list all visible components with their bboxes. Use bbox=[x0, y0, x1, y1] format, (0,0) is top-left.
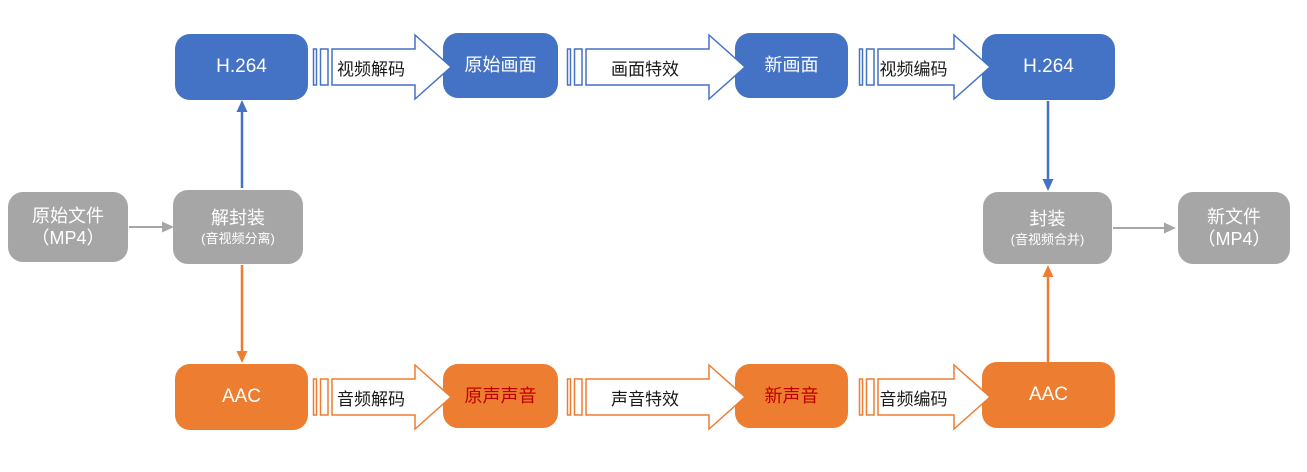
node-label-line1: 原始文件 bbox=[32, 205, 104, 226]
up-arrow-icon bbox=[236, 100, 248, 188]
node-label-line1: 新文件 bbox=[1207, 206, 1261, 227]
striped-right-arrow-icon bbox=[566, 363, 746, 431]
node-demux: 解封装 (音视频分离) bbox=[173, 190, 303, 264]
striped-right-arrow-icon bbox=[858, 33, 991, 101]
up-arrow-icon bbox=[1042, 265, 1054, 362]
node-raw-sound: 原声声音 bbox=[443, 364, 558, 428]
arrow-label: 视频编码 bbox=[879, 59, 948, 79]
node-h264-out: H.264 bbox=[982, 34, 1115, 100]
arrow-label: 画面特效 bbox=[611, 59, 679, 79]
node-source-file: 原始文件 （MP4） bbox=[8, 192, 128, 262]
node-label: 原声声音 bbox=[464, 385, 537, 406]
node-label-line2: （MP4） bbox=[31, 228, 105, 248]
striped-arrow-sound-effect: 声音特效 bbox=[566, 363, 746, 431]
flow-arrow-aac-to-mux bbox=[1040, 265, 1056, 362]
node-new-frame: 新画面 bbox=[735, 33, 848, 98]
arrow-label: 音频解码 bbox=[337, 389, 405, 409]
flow-arrow-source-to-demux bbox=[129, 219, 175, 235]
flow-arrow-mux-to-newfile bbox=[1113, 220, 1177, 236]
striped-arrow-video-decode: 视频解码 bbox=[312, 33, 452, 101]
node-label: H.264 bbox=[1023, 56, 1074, 78]
node-label-line2: (音视频分离) bbox=[201, 231, 275, 247]
striped-right-arrow-icon bbox=[858, 363, 991, 431]
striped-right-arrow-icon bbox=[312, 33, 452, 101]
flow-arrow-h264-to-mux bbox=[1040, 101, 1056, 191]
node-new-sound: 新声音 bbox=[735, 364, 848, 428]
striped-arrow-frame-effect: 画面特效 bbox=[566, 33, 746, 101]
striped-arrow-audio-encode: 音频编码 bbox=[858, 363, 991, 431]
node-new-file: 新文件 （MP4） bbox=[1178, 192, 1290, 264]
node-label-line1: 解封装 bbox=[211, 207, 265, 228]
flow-arrow-demux-to-aac bbox=[234, 265, 250, 363]
node-aac-in: AAC bbox=[175, 364, 308, 430]
node-label: H.264 bbox=[216, 56, 267, 78]
arrow-label: 视频解码 bbox=[337, 59, 405, 79]
node-label: 新声音 bbox=[764, 385, 819, 406]
node-label: 原始画面 bbox=[464, 55, 537, 76]
right-arrow-icon bbox=[1113, 222, 1176, 234]
node-label-line1: 封装 bbox=[1029, 208, 1066, 229]
right-arrow-icon bbox=[129, 221, 174, 233]
striped-arrow-audio-decode: 音频解码 bbox=[312, 363, 452, 431]
arrow-label: 声音特效 bbox=[611, 389, 679, 409]
node-label: 新画面 bbox=[764, 55, 819, 76]
striped-arrow-video-encode: 视频编码 bbox=[858, 33, 991, 101]
node-label: AAC bbox=[221, 386, 262, 408]
striped-right-arrow-icon bbox=[312, 363, 452, 431]
node-label-line2: （MP4） bbox=[1197, 229, 1271, 249]
down-arrow-icon bbox=[236, 265, 248, 363]
node-h264-in: H.264 bbox=[175, 34, 308, 100]
node-raw-frame: 原始画面 bbox=[443, 33, 558, 98]
node-label: AAC bbox=[1028, 384, 1069, 406]
node-aac-out: AAC bbox=[982, 362, 1115, 428]
down-arrow-icon bbox=[1042, 101, 1054, 191]
striped-right-arrow-icon bbox=[566, 33, 746, 101]
flow-arrow-demux-to-h264 bbox=[234, 100, 250, 190]
node-mux: 封装 (音视频合并) bbox=[983, 192, 1112, 264]
node-label-line2: (音视频合并) bbox=[1010, 232, 1085, 248]
arrow-label: 音频编码 bbox=[879, 389, 948, 409]
